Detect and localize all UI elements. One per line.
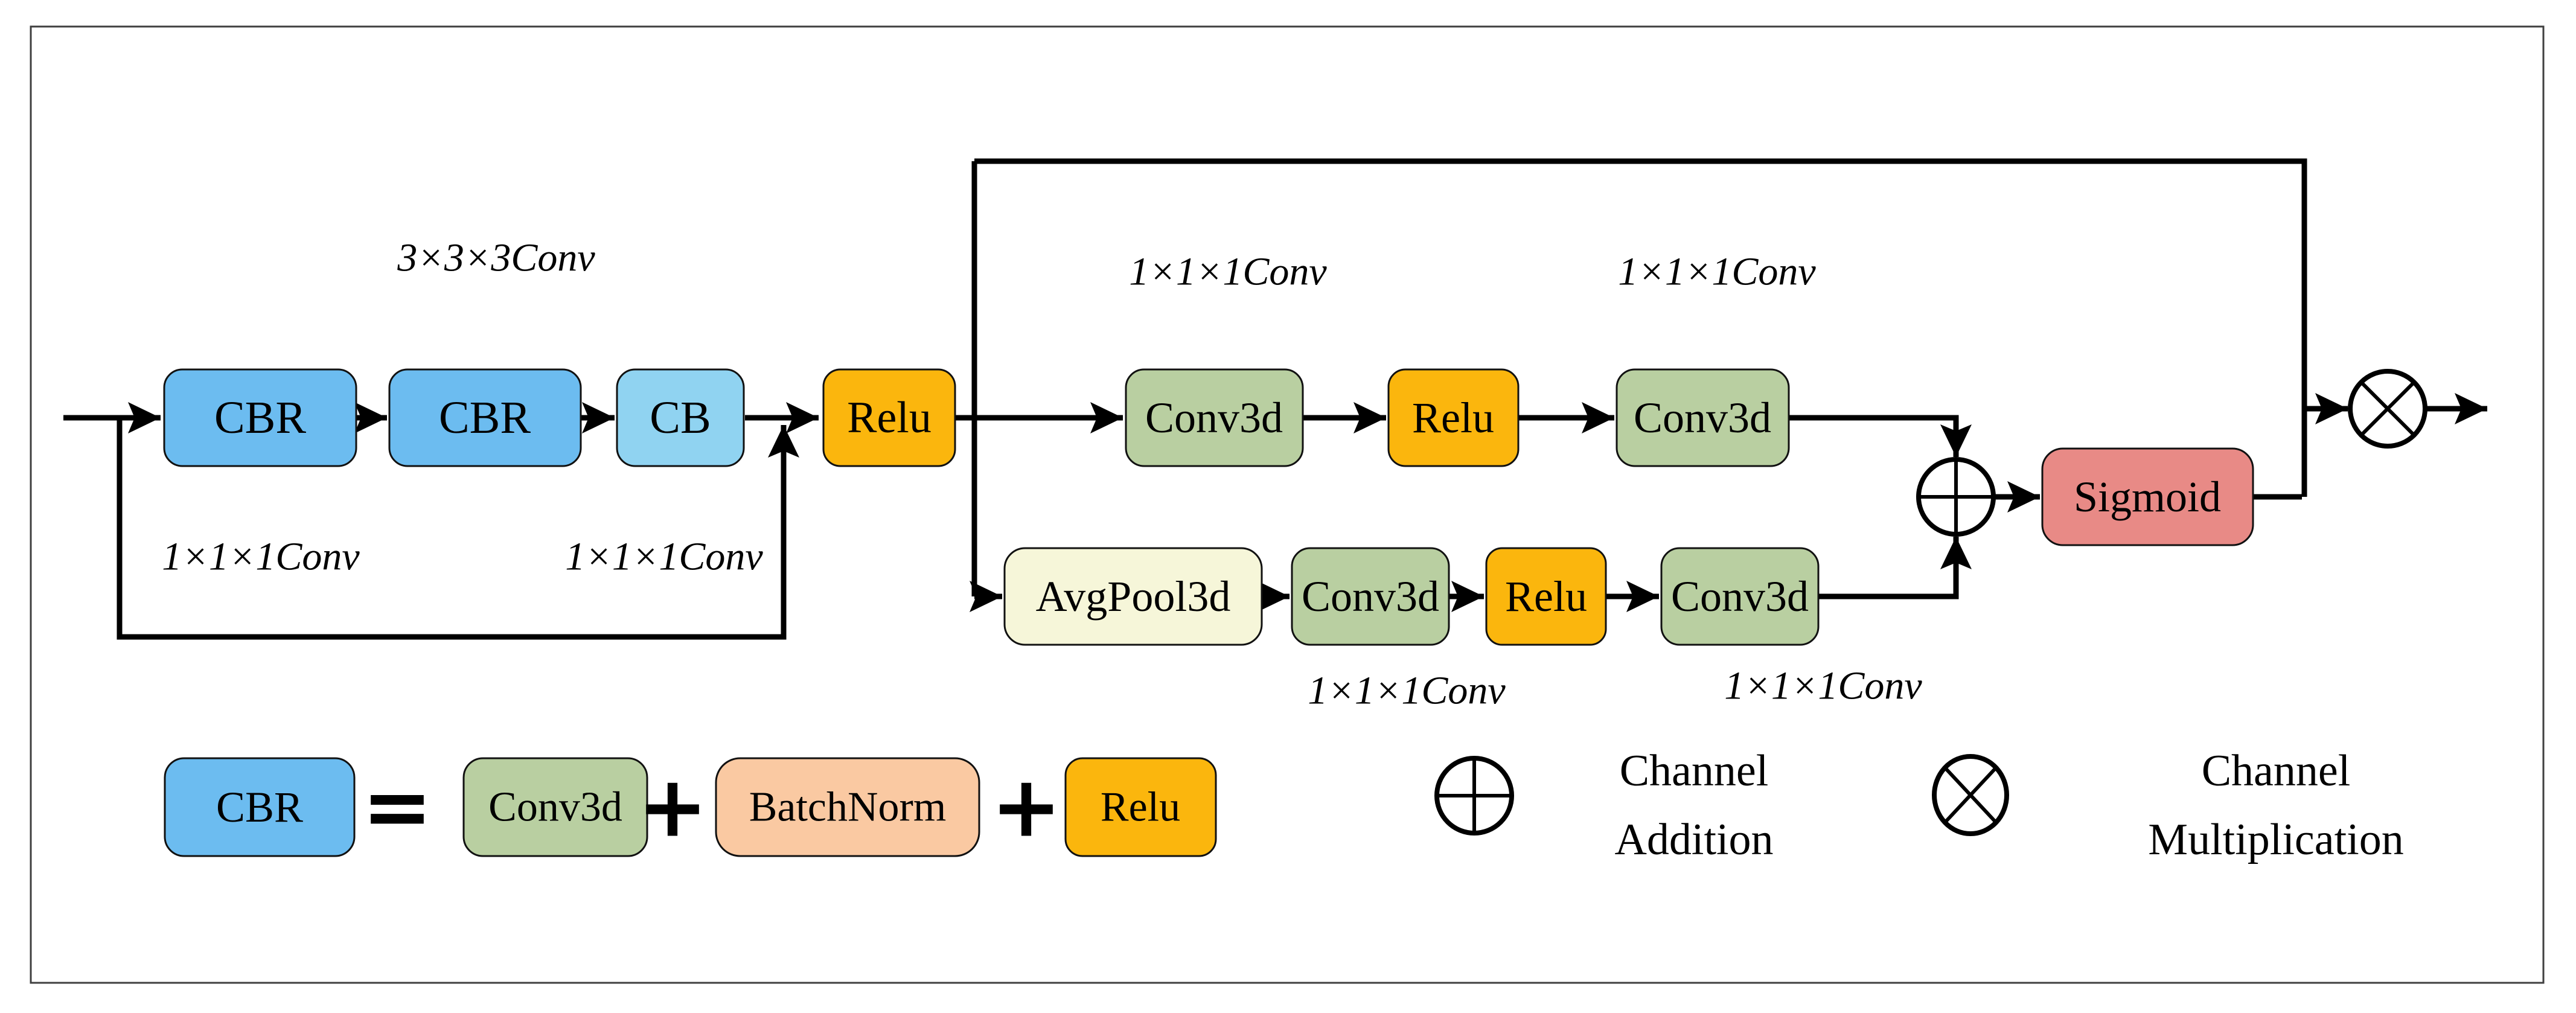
node-relu-main: Relu [822,368,956,467]
label-3x3x3conv: 3×3×3Conv [397,236,595,280]
node-relu-bottom: Relu [1485,547,1607,646]
legend-channel-addition-line1: Channel [1620,746,1769,796]
legend-node-conv3d: Conv3d [462,757,648,857]
node-relu-bottom-label: Relu [1505,572,1587,621]
legend-equals-sign: = [362,758,432,857]
legend-cbr-definition: CBR = Conv3d + BatchNorm + Relu [164,757,1217,857]
node-avgpool3d: AvgPool3d [1003,547,1263,646]
node-conv3d-top-2-label: Conv3d [1634,394,1771,442]
legend-node-relu-label: Relu [1101,784,1180,831]
legend-plus-sign-1: + [637,758,708,857]
label-skip-1x1x1conv-1: 1×1×1Conv [162,535,360,579]
channel-addition-icon [1916,457,1996,537]
node-relu-top-label: Relu [1412,394,1494,442]
node-cbr-1: CBR [163,368,357,467]
node-relu-main-label: Relu [847,393,932,443]
arrow-conv2-addition-top [1789,415,1972,457]
label-bottom-1x1x1conv-1: 1×1×1Conv [1308,669,1506,713]
bypass-line [974,158,2307,497]
arrow-conv2-addition-bottom [1818,537,1972,599]
legend-channel-addition: Channel Addition [1434,746,1774,864]
node-conv3d-bottom-1: Conv3d [1291,547,1450,646]
node-cbr-2: CBR [388,368,582,467]
node-sigmoid-label: Sigmoid [2074,473,2221,521]
node-conv3d-top-1-label: Conv3d [1145,394,1283,442]
node-cbr-2-label: CBR [439,392,531,443]
label-top-1x1x1conv-1: 1×1×1Conv [1129,250,1327,294]
legend-node-cbr-label: CBR [216,783,303,831]
legend-channel-multiplication: Channel Multiplication [1932,746,2404,864]
legend-node-batchnorm: BatchNorm [715,757,980,857]
legend-channel-multiplication-icon [1932,754,2009,836]
node-conv3d-bottom-2: Conv3d [1660,547,1820,646]
residual-skip-line [117,418,799,640]
legend-channel-multiplication-line2: Multiplication [2148,815,2403,864]
legend-channel-addition-icon [1434,756,1514,836]
label-skip-1x1x1conv-2: 1×1×1Conv [565,535,763,579]
legend-node-conv3d-label: Conv3d [488,784,622,831]
node-avgpool3d-label: AvgPool3d [1036,572,1231,621]
label-top-1x1x1conv-2: 1×1×1Conv [1618,250,1816,294]
node-conv3d-bottom-1-label: Conv3d [1302,572,1439,621]
legend-plus-sign-2: + [991,758,1061,857]
label-bottom-1x1x1conv-2: 1×1×1Conv [1724,664,1922,708]
node-cbr-1-label: CBR [214,392,306,443]
node-conv3d-top-2: Conv3d [1616,368,1790,467]
node-conv3d-bottom-2-label: Conv3d [1671,572,1809,621]
legend-channel-addition-line2: Addition [1614,815,1773,864]
node-cb: CB [616,368,745,467]
node-relu-top: Relu [1387,368,1520,467]
channel-multiplication-icon [2348,369,2427,449]
legend-node-cbr: CBR [164,757,356,857]
node-cb-label: CB [650,392,711,443]
legend-node-batchnorm-label: BatchNorm [749,784,947,831]
node-sigmoid: Sigmoid [2041,447,2254,546]
legend-channel-multiplication-line1: Channel [2202,746,2351,796]
node-conv3d-top-1: Conv3d [1125,368,1304,467]
legend-node-relu: Relu [1064,757,1217,857]
